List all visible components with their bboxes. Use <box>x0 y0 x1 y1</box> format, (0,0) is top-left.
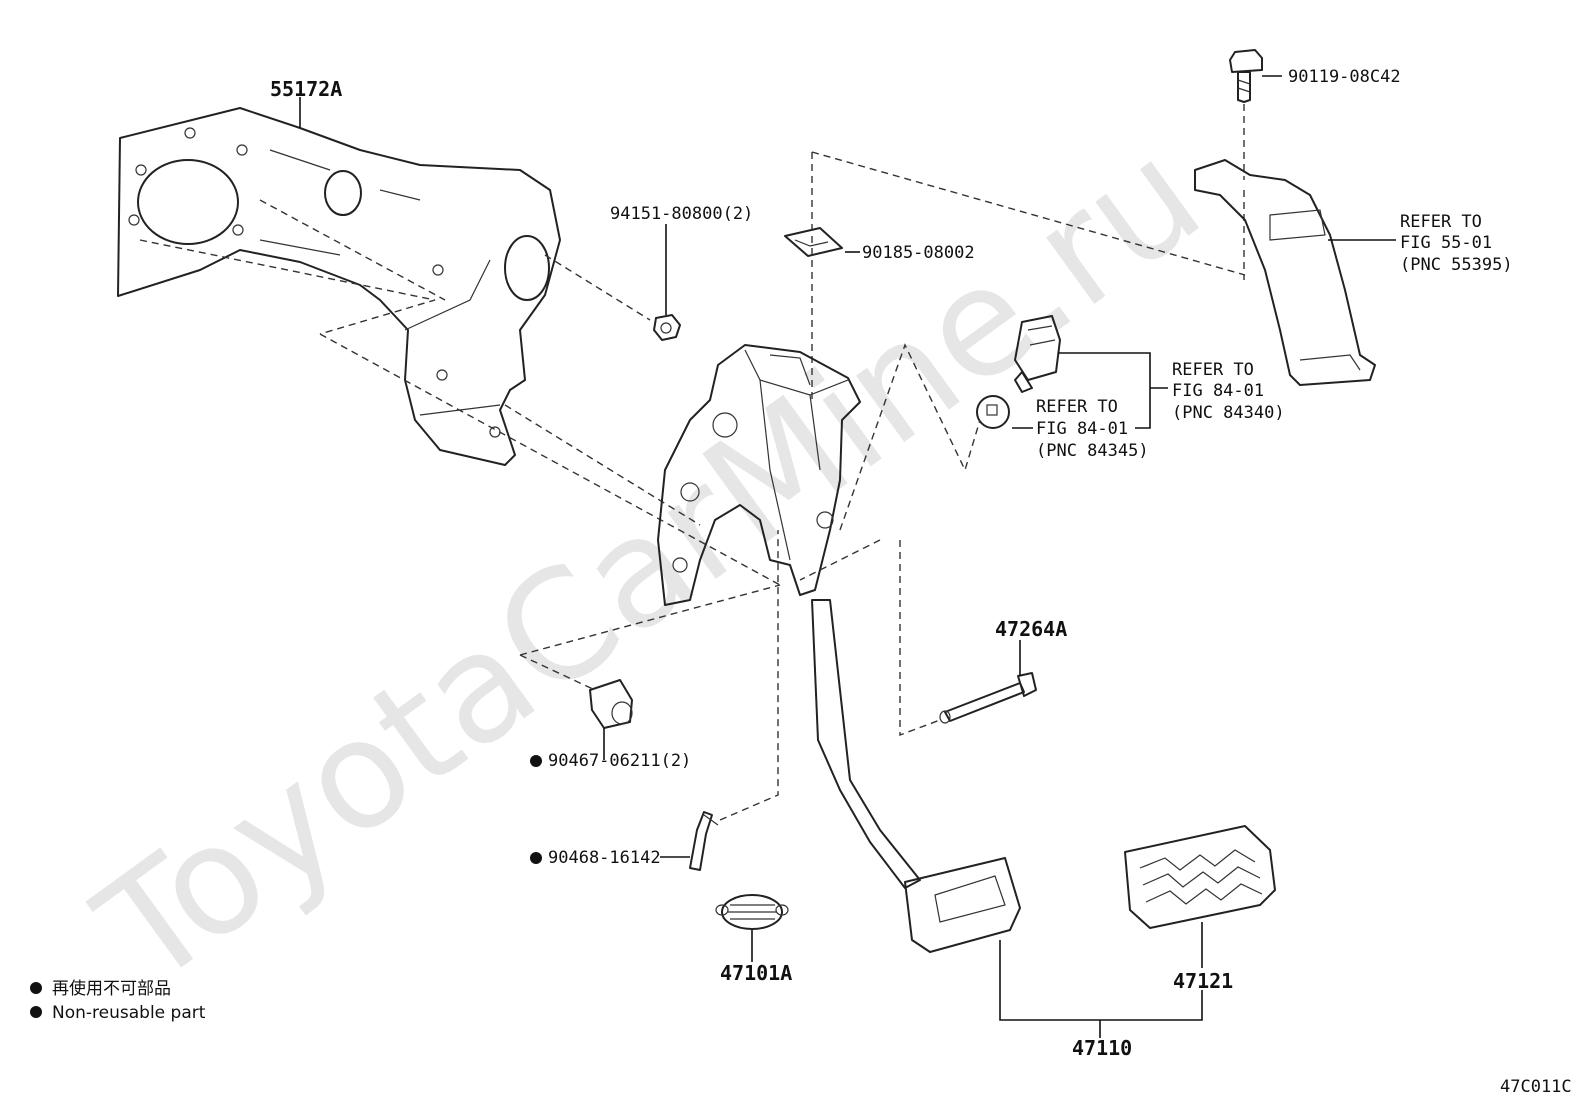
refer-55395-line3: (PNC 55395) <box>1400 255 1513 275</box>
clip-90468-drawing <box>689 811 719 871</box>
spring-47101a-drawing <box>715 894 789 930</box>
part-label-47110: 47110 <box>1072 1036 1132 1060</box>
part-label-90185-08002: 90185-08002 <box>862 243 975 263</box>
part-label-47101a: 47101A <box>720 961 792 985</box>
part-label-55172a: 55172A <box>270 77 342 101</box>
bracket-55172a-drawing <box>117 107 561 466</box>
refer-55395-line2: FIG 55-01 <box>1400 233 1492 253</box>
part-label-90119-08c42: 90119-08C42 <box>1288 67 1401 87</box>
bracket-55395-drawing <box>1194 159 1376 386</box>
non-reusable-dot-90467 <box>530 755 542 767</box>
pedal-pad-47121-drawing <box>1124 825 1276 929</box>
part-label-94151-80800: 94151-80800(2) <box>610 204 753 224</box>
refer-84340-line2: FIG 84-01 <box>1172 381 1264 401</box>
nut-94151-drawing <box>653 314 681 341</box>
stop-switch-84340-drawing <box>1014 315 1061 393</box>
refer-84345-line3: (PNC 84345) <box>1036 441 1149 461</box>
legend-dot-jp <box>30 982 42 994</box>
refer-84340-line1: REFER TO <box>1172 360 1254 380</box>
pedal-support-drawing <box>657 344 861 606</box>
bolt-90119-drawing <box>1229 49 1263 103</box>
non-reusable-dot-90468 <box>530 852 542 864</box>
clip-90185-drawing <box>784 227 843 257</box>
legend-jp: 再使用不可部品 <box>52 978 171 999</box>
clip-84345-drawing <box>976 395 1010 429</box>
part-label-47121: 47121 <box>1173 969 1233 993</box>
watermark: ToyotaCarMine.ru <box>68 108 1231 1020</box>
refer-84340-line3: (PNC 84340) <box>1172 403 1285 423</box>
refer-84345-line2: FIG 84-01 <box>1036 419 1128 439</box>
legend-en: Non-reusable part <box>52 1003 206 1023</box>
part-label-90467-06211: 90467-06211(2) <box>548 751 691 771</box>
legend-dot-en <box>30 1006 42 1018</box>
bushing-90467-drawing <box>589 679 633 729</box>
pin-47264a-drawing <box>939 672 1037 724</box>
part-label-47264a: 47264A <box>995 617 1067 641</box>
brake-pedal-drawing <box>811 599 1021 953</box>
refer-55395-line1: REFER TO <box>1400 212 1482 232</box>
refer-84345-line1: REFER TO <box>1036 397 1118 417</box>
part-label-90468-16142: 90468-16142 <box>548 848 661 868</box>
figure-code: 47C011C <box>1500 1077 1572 1097</box>
